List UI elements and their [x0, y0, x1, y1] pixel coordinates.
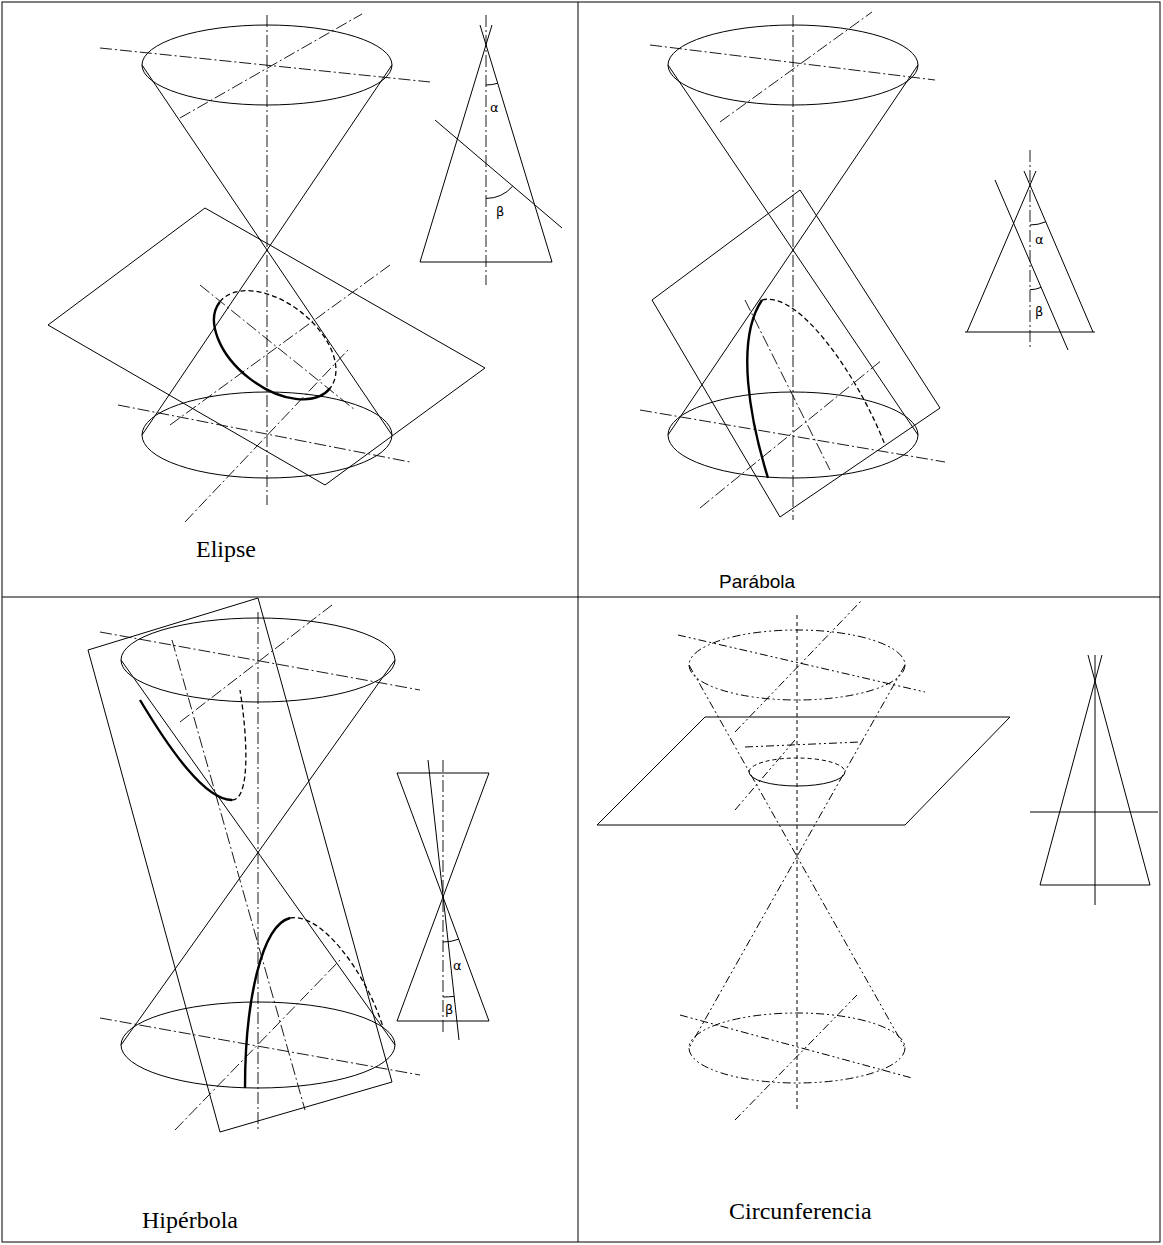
angle-label: β	[1035, 305, 1043, 320]
angle-label: α	[490, 101, 499, 116]
parabola-inset	[965, 150, 1095, 350]
angle-label: α	[1035, 233, 1044, 248]
panel-caption: Elipse	[196, 536, 256, 564]
panel-caption: Circunferencia	[729, 1198, 872, 1226]
ellipse-cone	[48, 14, 485, 522]
ellipse-inset	[420, 15, 562, 285]
panel-caption: Hipérbola	[142, 1207, 238, 1235]
hyperbola-cone	[88, 598, 420, 1132]
hyperbola-inset	[397, 760, 489, 1040]
angle-label: α	[453, 959, 462, 974]
circle-inset	[1030, 655, 1158, 905]
parabola-cone	[640, 12, 945, 520]
panel-caption: Parábola	[719, 571, 795, 593]
angle-label: β	[445, 1003, 453, 1018]
circle-cone	[597, 600, 1010, 1120]
angle-label: β	[496, 205, 504, 220]
